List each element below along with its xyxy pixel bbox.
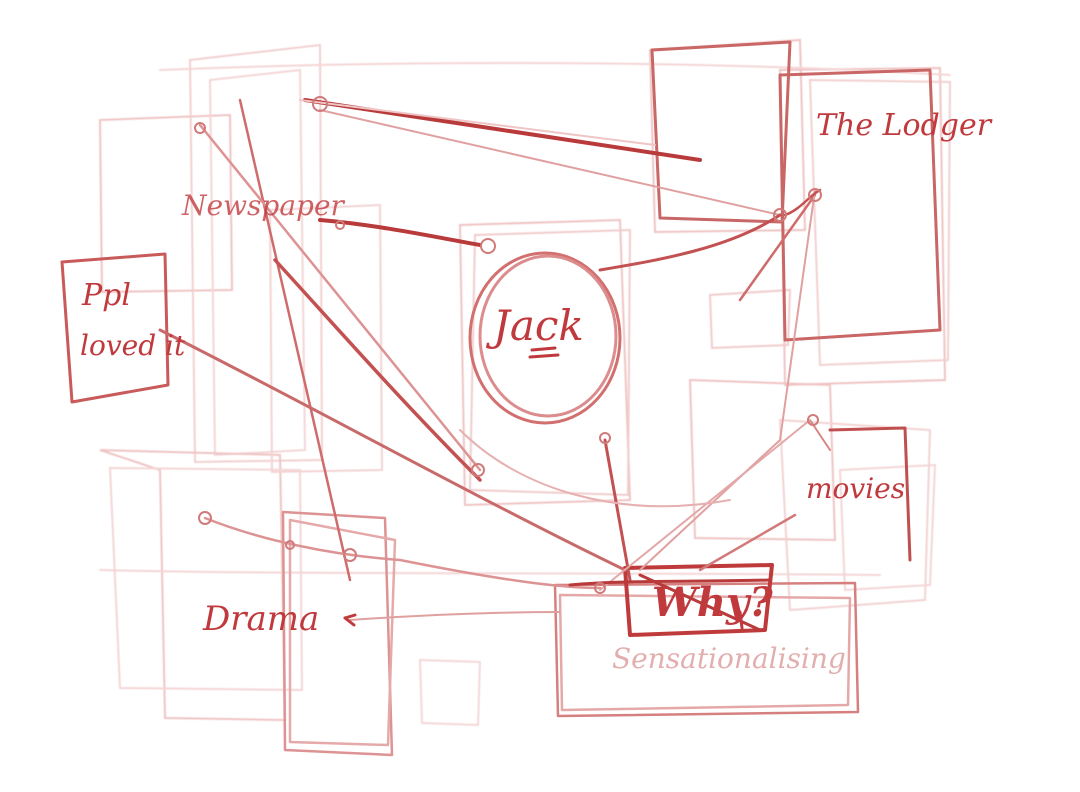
- label-drama: Drama: [202, 599, 319, 639]
- label-ppl: Ppl: [81, 278, 131, 313]
- label-newspaper: Newspaper: [181, 189, 346, 222]
- anchor-points: [194, 96, 822, 594]
- sketch-boxes: [60, 40, 942, 757]
- faint-background-boxes: [98, 38, 952, 727]
- sketch-marks: [343, 346, 744, 630]
- label-why: Why?: [652, 579, 773, 626]
- label-sensationalising: Sensationalising: [612, 642, 846, 675]
- sketch-labels: Newspaper Ppl loved it Jack The Lodger m…: [80, 108, 993, 675]
- connection-lines: [158, 98, 831, 632]
- label-jack: Jack: [485, 301, 584, 350]
- jack-circle: [468, 251, 622, 425]
- label-movies: movies: [806, 472, 905, 505]
- label-loved-it: loved it: [80, 329, 186, 362]
- label-the-lodger: The Lodger: [816, 108, 993, 143]
